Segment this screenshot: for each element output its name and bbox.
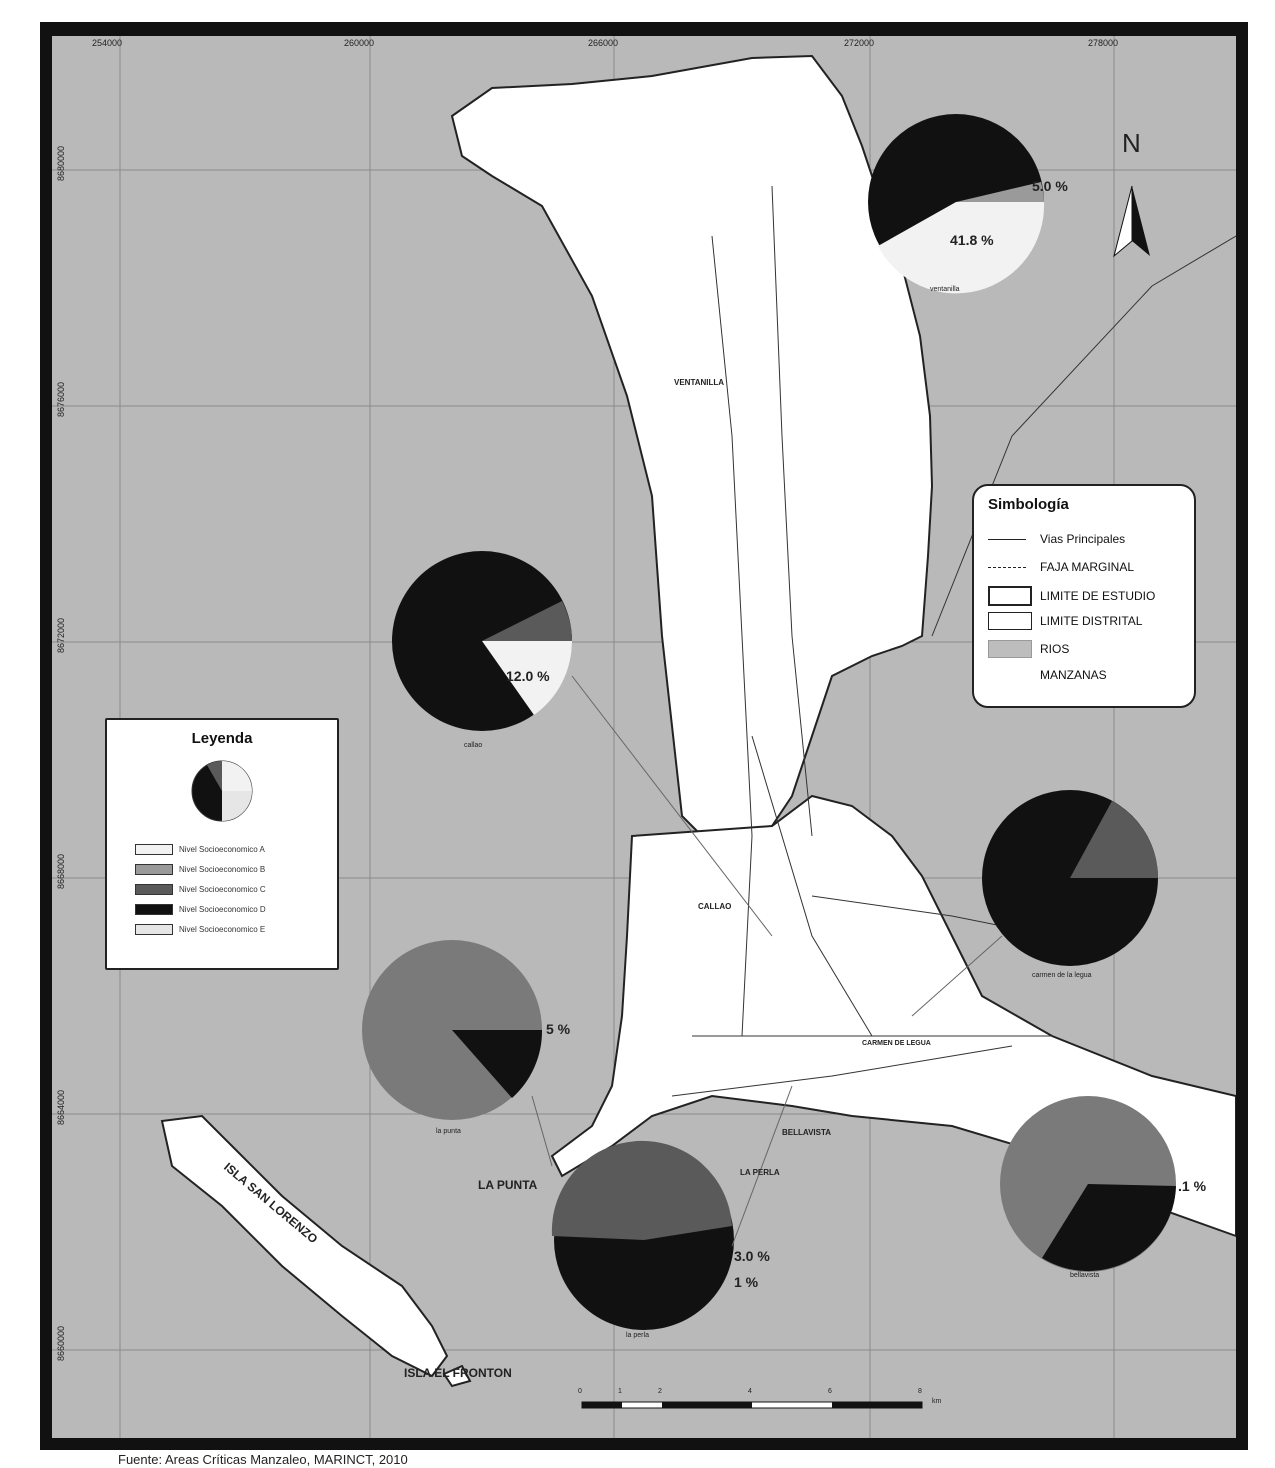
tick-top-3: 266000 [588, 38, 619, 48]
legend-label-d: Nivel Socioeconomico D [179, 905, 266, 914]
scale-tick-3: 4 [748, 1388, 752, 1395]
legend-box: Leyenda Nivel Socioeconomico A Nivel Soc… [105, 718, 339, 970]
scale-tick-1: 1 [618, 1388, 622, 1395]
pie-callao [392, 551, 573, 731]
legend-label-a: Nivel Socioeconomico A [179, 845, 265, 854]
island-fronton [442, 1364, 472, 1388]
legend-item-d: Nivel Socioeconomico D [135, 904, 266, 915]
label-bellavista: BELLAVISTA [782, 1128, 832, 1137]
label-isla-fronton: ISLA EL FRONTON [404, 1366, 512, 1380]
legend-label-b: Nivel Socioeconomico B [179, 865, 266, 874]
scale-tick-4: 6 [828, 1388, 832, 1395]
pie-carmen-caption: carmen de la legua [1032, 972, 1092, 979]
label-callao: CALLAO [698, 902, 732, 911]
tick-side-4: 8668000 [56, 854, 66, 890]
symbology-label-limite-estudio: LIMITE DE ESTUDIO [1040, 589, 1156, 603]
legend-swatch-d [135, 904, 173, 915]
leader-lines [531, 675, 1003, 1247]
pie-la-punta-caption: la punta [436, 1128, 461, 1135]
legend-swatch-b [135, 864, 173, 875]
pie-bellavista-caption: bellavista [1070, 1272, 1100, 1279]
pie-ventanilla-label-1: 41.8 % [950, 232, 994, 248]
legend-pie-icon [191, 760, 253, 822]
pie-ventanilla-caption: ventanilla [930, 286, 960, 293]
label-la-punta: LA PUNTA [478, 1178, 538, 1192]
pie-la-perla-label-2: 1 % [734, 1274, 759, 1290]
pie-la-perla-caption: la perla [626, 1332, 649, 1339]
tick-side-2: 8676000 [56, 382, 66, 418]
legend-label-c: Nivel Socioeconomico C [179, 885, 266, 894]
tick-top-5: 278000 [1088, 38, 1119, 48]
label-carmen: CARMEN DE LEGUA [862, 1040, 931, 1047]
pie-ventanilla [868, 114, 1045, 294]
map-canvas: 254000 260000 266000 272000 278000 86800… [52, 36, 1236, 1438]
legend-swatch-e [135, 924, 173, 935]
pie-ventanilla-label-2: 5.0 % [1032, 178, 1068, 194]
pie-bellavista [1000, 1096, 1176, 1272]
north-label: N [1122, 128, 1141, 158]
symbology-label-faja: FAJA MARGINAL [1040, 560, 1135, 574]
pie-callao-caption: callao [464, 742, 483, 749]
tick-side-3: 8672000 [56, 618, 66, 654]
source-caption: Fuente: Areas Críticas Manzaleo, MARINCT… [118, 1452, 408, 1467]
scale-tick-0: 0 [578, 1388, 582, 1395]
symbology-label-limite-distrital: LIMITE DISTRITAL [1040, 614, 1143, 628]
label-la-perla: LA PERLA [740, 1168, 780, 1177]
legend-item-b: Nivel Socioeconomico B [135, 864, 265, 875]
scale-bar [581, 1401, 923, 1409]
symbology-label-rios: RIOS [1040, 642, 1070, 656]
tick-top-2: 260000 [344, 38, 375, 48]
pie-callao-label-1: 12.0 % [506, 668, 550, 684]
symbology-item-limite-distrital: LIMITE DISTRITAL [988, 612, 1142, 630]
map-svg [52, 36, 1236, 1438]
scale-tick-2: 2 [658, 1388, 662, 1395]
legend-title: Leyenda [191, 730, 253, 747]
pie-la-perla [551, 1140, 734, 1330]
tick-top-1: 254000 [92, 38, 123, 48]
scale-unit: km [932, 1398, 942, 1405]
symbology-label-manzanas: MANZANAS [1040, 668, 1107, 682]
symbology-item-rios: RIOS [988, 640, 1069, 658]
symbology-label-roads: Vias Principales [1040, 532, 1126, 546]
legend-swatch-a [135, 844, 173, 855]
land-north [450, 54, 934, 837]
tick-top-4: 272000 [844, 38, 875, 48]
tick-side-1: 8680000 [56, 146, 66, 182]
symbology-item-manzanas: MANZANAS [988, 668, 1107, 682]
pie-la-perla-label-1: 3.0 % [734, 1248, 770, 1264]
tick-side-5: 8664000 [56, 1090, 66, 1126]
pie-la-punta [362, 940, 543, 1120]
pie-carmen [982, 790, 1158, 966]
legend-swatch-c [135, 884, 173, 895]
island-san-lorenzo [160, 1114, 449, 1378]
symbology-item-faja: FAJA MARGINAL [988, 560, 1134, 574]
scale-tick-5: 8 [918, 1388, 922, 1395]
symbology-title: Simbología [988, 496, 1069, 513]
north-arrow [1113, 185, 1150, 258]
legend-item-a: Nivel Socioeconomico A [135, 844, 265, 855]
symbology-item-limite-estudio: LIMITE DE ESTUDIO [988, 586, 1155, 606]
label-ventanilla: VENTANILLA [674, 378, 725, 387]
symbology-item-roads: Vias Principales [988, 532, 1125, 546]
symbology-box: Simbología Vias Principales FAJA MARGINA… [972, 484, 1196, 708]
tick-side-6: 8660000 [56, 1326, 66, 1362]
legend-label-e: Nivel Socioeconomico E [179, 925, 266, 934]
legend-item-e: Nivel Socioeconomico E [135, 924, 265, 935]
legend-item-c: Nivel Socioeconomico C [135, 884, 266, 895]
pie-la-punta-label-1: 5 % [546, 1021, 571, 1037]
pie-bellavista-label-1: .1 % [1178, 1178, 1207, 1194]
